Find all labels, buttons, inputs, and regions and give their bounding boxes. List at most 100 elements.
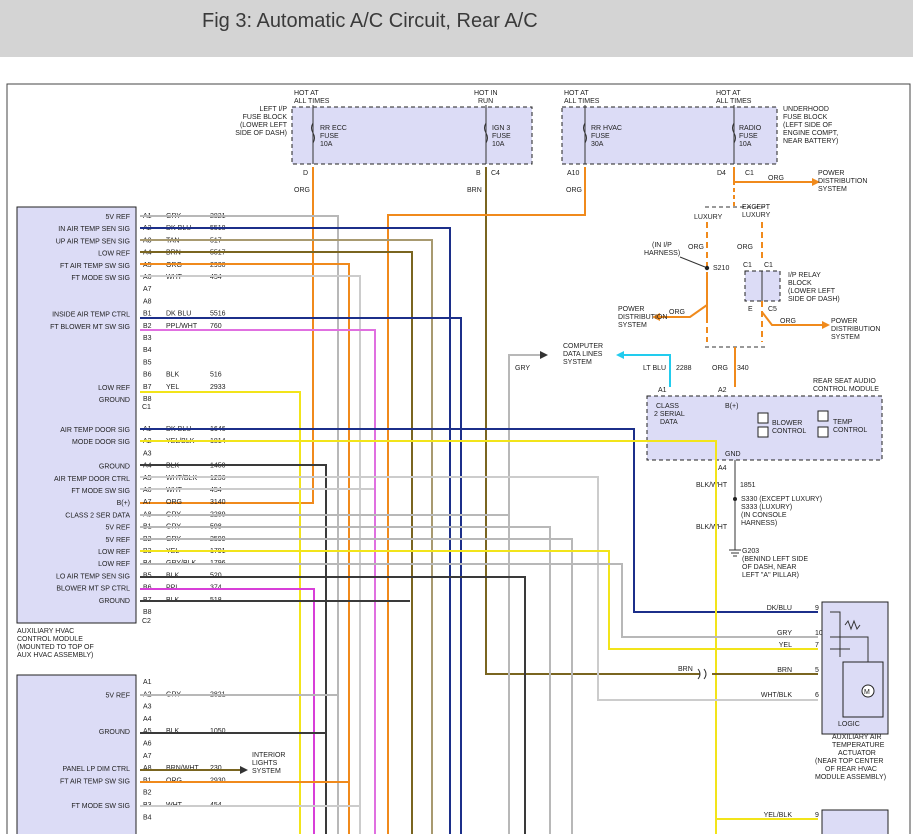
relay-c1-b: C1 — [764, 262, 773, 269]
lower-module-box — [821, 809, 889, 834]
pin-label: FT AIR TEMP SW SIG — [60, 263, 130, 270]
rr-ecc-wire-label: ORG — [294, 187, 310, 194]
module1-label-2: CONTROL MODULE — [17, 636, 83, 643]
wire-rr-hvac-org — [387, 167, 586, 834]
interior-lights-2: LIGHTS — [252, 760, 278, 767]
relay-label-3: (LOWER LEFT — [788, 288, 836, 295]
wire-1814-yelblk — [140, 440, 717, 834]
s210-label: S210 — [713, 265, 729, 272]
wire-color: BRN/WHT — [166, 765, 199, 772]
wire-517-tan — [140, 239, 433, 834]
interior-lights-1: INTERIOR — [252, 752, 285, 759]
ign3-fuse-name: IGN 3 — [492, 125, 510, 132]
right-fuse-block-box — [561, 106, 778, 165]
pin-label: AIR TEMP DOOR SIG — [60, 427, 130, 434]
pin-id: A4 — [143, 716, 152, 723]
pin-id: B7 — [143, 384, 152, 391]
diagram-frame — [6, 83, 911, 834]
pd2-org-label: ORG — [669, 309, 685, 316]
data-gry-label: GRY — [515, 365, 530, 372]
circuit-number: 1050 — [210, 728, 226, 735]
g203-2: (BENIND LEFT SIDE — [742, 556, 808, 563]
pin-id: A4 — [143, 463, 152, 470]
wire-2821-gry — [140, 215, 339, 834]
wire-gry-data — [508, 354, 540, 834]
wire-2933-yel — [140, 391, 301, 834]
rear-audio-a1: A1 — [658, 387, 667, 394]
pin-label: 5V REF — [105, 692, 130, 699]
pd2-label-2: DISTRIBUTION — [618, 314, 667, 321]
temp-up-button — [817, 410, 829, 422]
radio-hot-1: HOT AT — [716, 90, 741, 97]
actuator-wire-color: WHT/BLK — [761, 692, 792, 699]
circuit-number: 5516 — [210, 311, 226, 318]
in-ip-harness-2: HARNESS) — [644, 250, 680, 257]
pin-id: A5 — [143, 475, 152, 482]
relay-e: E — [748, 306, 753, 313]
pin-label: LOW REF — [98, 561, 130, 568]
wire-color: PPL/WHT — [166, 323, 198, 330]
wire-2930-org — [140, 263, 350, 834]
wire-520-blk — [140, 576, 526, 834]
pin-id: A6 — [143, 487, 152, 494]
rr-ecc-fuse-amp: 10A — [320, 141, 333, 148]
pin-label: BLOWER MT SP CTRL — [56, 586, 130, 593]
relay-label-1: I/P RELAY — [788, 272, 821, 279]
right-fuse-label-5: NEAR BATTERY) — [783, 138, 838, 145]
wire-598-gry — [140, 526, 551, 834]
wire-color: BLK — [166, 463, 180, 470]
radio-conn: C1 — [745, 170, 754, 177]
class2-3: DATA — [660, 419, 678, 426]
pin-label: FT AIR TEMP SW SIG — [60, 778, 130, 785]
pin-id: A7 — [143, 286, 152, 293]
pd1-label-1: POWER — [818, 170, 844, 177]
harness-wires: BRN — [140, 215, 818, 834]
actuator-wire-color: YEL/BLK — [764, 812, 793, 819]
aux-air-temp-actuator: M LOGIC AUXILIARY AIR TEMPERATURE ACTUAT… — [815, 601, 889, 834]
actuator-wire-color: BRN — [777, 667, 792, 674]
splice-1: S330 (EXCEPT LUXURY) — [741, 496, 822, 503]
temp-label-2: CONTROL — [833, 427, 867, 434]
pin-id: A5 — [143, 728, 152, 735]
ground-wire-color: BLK/WHT — [696, 482, 728, 489]
right-fuse-block: UNDERHOOD FUSE BLOCK (LEFT SIDE OF ENGIN… — [561, 90, 838, 177]
luxury-org-label: ORG — [688, 244, 704, 251]
left-fuse-label-2: FUSE BLOCK — [243, 114, 288, 121]
circuit-number: 2933 — [210, 384, 226, 391]
ign3-wire-label: BRN — [467, 187, 482, 194]
in-ip-harness-1: (IN I/P — [652, 242, 672, 249]
luxury-label: LUXURY — [694, 214, 723, 221]
pin-label: UP AIR TEMP SEN SIG — [56, 238, 130, 245]
pin-label: FT MODE SW SIG — [71, 488, 130, 495]
right-fuse-label-2: FUSE BLOCK — [783, 114, 828, 121]
wire-1450-blk — [140, 464, 327, 834]
c340-color: ORG — [712, 365, 728, 372]
pin-id: A3 — [143, 704, 152, 711]
radio-hot-2: ALL TIMES — [716, 98, 752, 105]
left-fuse-label-1: LEFT I/P — [260, 106, 288, 113]
pin-label: LOW REF — [98, 549, 130, 556]
actuator-label-1: AUXILIARY AIR — [832, 734, 882, 741]
wire-760-pplwht — [140, 329, 376, 834]
rr-hvac-term: A10 — [567, 170, 580, 177]
brn-bundle-label: BRN — [678, 666, 693, 673]
rr-hvac-fuse-name: RR HVAC — [591, 125, 622, 132]
ign3-hot-2: RUN — [478, 98, 493, 105]
relay-c5: C5 — [768, 306, 777, 313]
actuator-logic: LOGIC — [838, 721, 860, 728]
actuator-label-5: OF REAR HVAC — [825, 766, 877, 773]
figure-title: Fig 3: Automatic A/C Circuit, Rear A/C — [202, 10, 538, 32]
aux-hvac-control-module — [16, 206, 137, 624]
wire-color: ORG — [166, 262, 182, 269]
ign3-fuse-word: FUSE — [492, 133, 511, 140]
wire-1646-dkblu — [140, 428, 818, 613]
pd3-label-2: DISTRIBUTION — [831, 326, 880, 333]
actuator-wire-color: GRY — [777, 630, 792, 637]
wire-color: DK BLU — [166, 311, 191, 318]
left-fuse-label-4: SIDE OF DASH) — [235, 130, 287, 137]
pin-label: FT MODE SW SIG — [71, 803, 130, 810]
rr-hvac-hot-2: ALL TIMES — [564, 98, 600, 105]
temp-label-1: TEMP — [833, 419, 853, 426]
pin-label: B(+) — [117, 500, 130, 507]
c2288-color: LT BLU — [643, 365, 666, 372]
